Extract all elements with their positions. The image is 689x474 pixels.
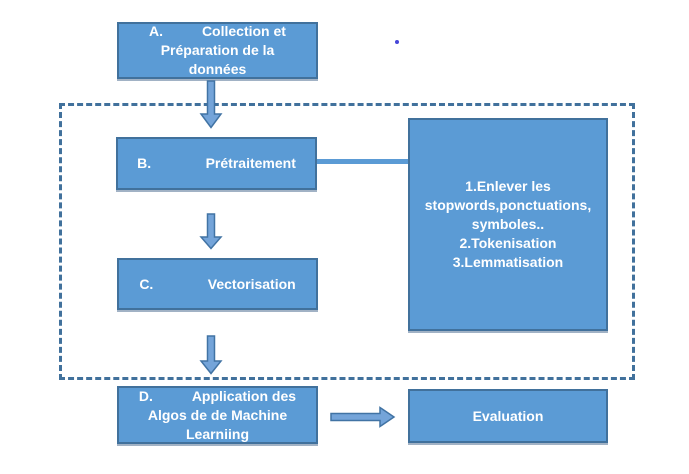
step-b-pretraitement-box: B. Prétraitement <box>116 137 317 190</box>
step-d-application-box: D. Application des Algos de de Machine L… <box>117 386 318 444</box>
evaluation-box: Evaluation <box>408 389 608 443</box>
stray-dot <box>395 40 399 44</box>
pipeline-dashed-region <box>59 103 635 380</box>
preprocessing-details-box: 1.Enlever les stopwords,ponctuations, sy… <box>408 118 608 331</box>
arrow-down-b-to-c-icon <box>199 213 223 250</box>
arrow-down-c-to-d-icon <box>199 335 223 375</box>
step-a-collection-box: A. Collection et Préparation de la donné… <box>117 22 318 79</box>
step-c-vectorisation-box: C. Vectorisation <box>117 258 318 310</box>
arrow-down-a-to-b-icon <box>199 80 223 129</box>
connector-b-to-details-line <box>317 159 409 164</box>
arrow-right-d-to-evaluation-icon <box>330 406 396 428</box>
